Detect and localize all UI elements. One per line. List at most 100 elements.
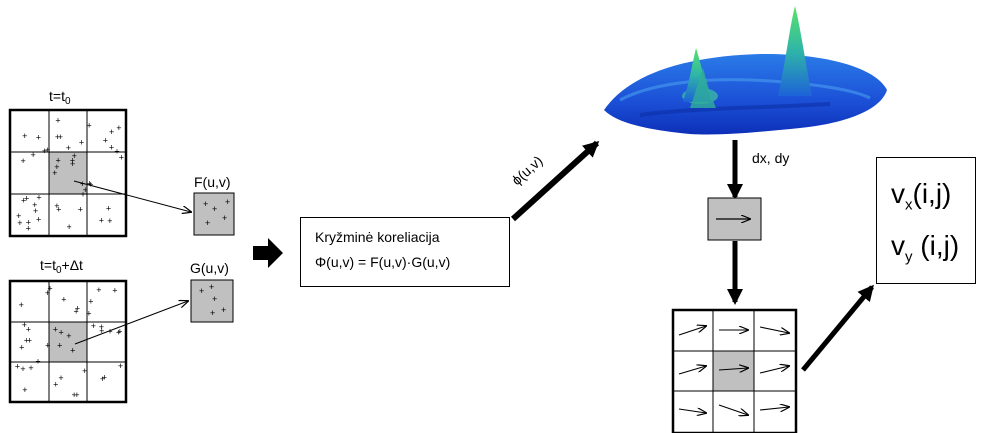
particle-dot: + [31,150,36,160]
particle-dot: + [20,364,25,374]
vector-field-arrows [678,326,789,415]
particle-dot: + [74,307,79,317]
vector-field-grid [671,308,798,433]
particle-dot: + [107,327,112,337]
particle-dot: + [80,179,85,189]
connector-frame1-to-f [73,180,191,212]
frame1-interrogation-cell [49,152,87,194]
particle-dot: + [57,341,62,351]
particle-dot: + [91,321,96,331]
particle-dot: + [109,142,114,152]
particle-dot: + [24,336,29,346]
particle-dot: + [56,205,61,215]
particle-dot: + [21,156,26,166]
frame1-grid: ++++++++++++++++++++++++++++++++++++++++… [8,108,128,238]
particle-dot: + [117,327,122,337]
particle-dot: + [88,180,93,190]
displacement-label: dx, dy [752,150,789,166]
particle-dot: + [83,185,88,195]
window-f-particles: +++++ [203,197,230,228]
particle-dot: + [36,214,41,224]
particle-dot: + [55,132,60,142]
phi-label: ϕ(u,v) [508,152,545,188]
particle-dot: + [21,196,26,206]
svg-text:+: + [221,305,226,315]
particle-dot: + [119,152,124,162]
arrow-to-surface [510,140,600,222]
particle-dot: + [45,288,50,298]
particle-dot: + [52,168,57,178]
cross-correlation-title: Kryžminė koreliacija [315,229,440,245]
particle-dot: + [27,336,32,346]
particle-dot: + [99,326,104,336]
particle-dot: + [72,151,77,161]
block-arrow-right [253,238,283,268]
particle-dot: + [79,137,84,147]
svg-text:+: + [205,218,210,228]
particle-dot: + [16,211,21,221]
particle-dot: + [86,309,91,319]
particle-dot: + [75,303,80,313]
particle-dot: + [99,322,104,332]
connector-frame2-to-g [74,301,188,345]
particle-dot: + [116,123,121,133]
particle-dot: + [32,200,37,210]
particle-dot: + [59,328,64,338]
velocity-result-box: vx(i,j) vy (i,j) [876,157,976,284]
particle-dot: + [87,120,92,130]
svg-text:+: + [212,294,217,304]
surface-peak-main [778,6,812,96]
frame1-particles: ++++++++++++++++++++++++++++++++++++++++… [16,116,124,234]
particle-dot: + [100,374,105,384]
window-f-label: F(u,v) [194,174,231,190]
particle-dot: + [28,363,33,373]
cross-correlation-box: Kryžminė koreliacija Φ(u,v) = F(u,v)·G(u… [300,217,510,287]
particle-dot: + [19,343,24,353]
frame2-particles: ++++++++++++++++++++++++++++++++++++++++ [15,283,123,400]
svg-text:+: + [210,308,215,318]
particle-dot: + [67,222,72,232]
particle-dot: + [55,116,60,126]
particle-dot: + [47,283,52,293]
cross-correlation-formula: Φ(u,v) = F(u,v)·G(u,v) [315,254,451,270]
particle-dot: + [66,143,71,153]
particle-dot: + [58,373,63,383]
svg-text:+: + [222,213,227,223]
particle-dot: + [22,131,27,141]
particle-dot: + [118,361,123,371]
particle-dot: + [45,145,50,155]
particle-dot: + [99,216,104,226]
svg-text:+: + [225,197,230,207]
particle-dot: + [54,162,59,172]
particle-dot: + [88,297,93,307]
window-g-label: G(u,v) [190,260,229,276]
particle-dot: + [45,341,50,351]
particle-dot: + [66,331,71,341]
particle-dot: + [35,356,40,366]
particle-dot: + [24,193,29,203]
window-g [190,279,234,323]
particle-dot: + [80,189,85,199]
particle-dot: + [53,380,58,390]
frame1-label: t=t0 [49,88,71,107]
arrow-field-to-result [801,284,874,372]
frame2-label: t=t0+Δt [40,257,83,276]
particle-dot: + [19,300,24,310]
particle-dot: + [54,201,59,211]
particle-dot: + [42,146,47,156]
particle-dot: + [56,155,61,165]
vector-field-highlight-cell [713,351,754,391]
frame2-grid: ++++++++++++++++++++++++++++++++++++++++ [8,279,128,404]
window-g-particles: +++++ [199,282,226,318]
particle-dot: + [116,328,121,338]
particle-dot: + [74,390,79,400]
particle-dot: + [26,325,31,335]
particle-dot: + [78,204,83,214]
particle-dot: + [26,218,31,228]
svg-text:+: + [203,199,208,209]
particle-dot: + [70,159,75,169]
particle-dot: + [109,127,114,137]
particle-dot: + [53,324,58,334]
svg-text:+: + [212,204,217,214]
